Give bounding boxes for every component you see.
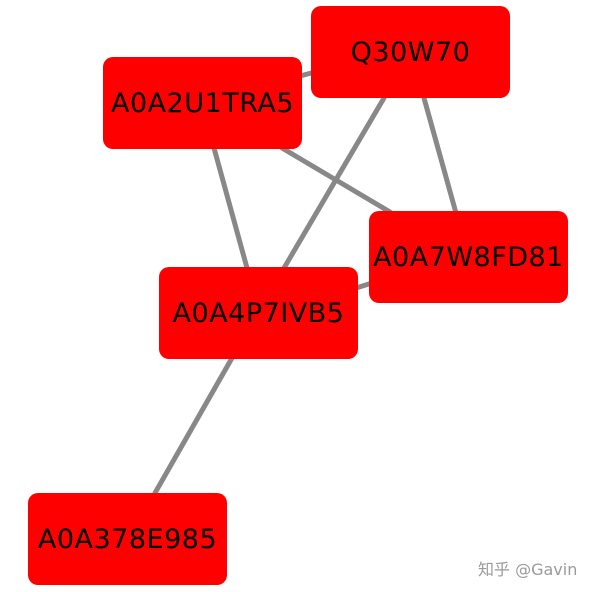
node-Q30W70[interactable]: Q30W70 [311, 6, 510, 98]
edge-Q30W70-A0A4P7IVB5 [281, 95, 387, 271]
edge-A0A4P7IVB5-A0A378E985 [152, 355, 235, 496]
node-A0A378E985[interactable]: A0A378E985 [28, 493, 227, 585]
node-label: A0A4P7IVB5 [172, 297, 345, 329]
node-label: A0A378E985 [37, 523, 218, 555]
node-label: A0A7W8FD81 [373, 241, 564, 273]
node-label: A0A2U1TRA5 [110, 87, 295, 119]
watermark: 知乎 @Gavin [478, 560, 578, 579]
node-label: Q30W70 [350, 36, 471, 68]
edge-Q30W70-A0A7W8FD81 [421, 95, 459, 216]
edge-A0A2U1TRA5-A0A7W8FD81 [279, 145, 393, 215]
node-A0A4P7IVB5[interactable]: A0A4P7IVB5 [159, 267, 358, 359]
node-A0A2U1TRA5[interactable]: A0A2U1TRA5 [103, 57, 302, 149]
node-A0A7W8FD81[interactable]: A0A7W8FD81 [369, 211, 568, 303]
edge-A0A2U1TRA5-A0A4P7IVB5 [211, 145, 250, 271]
